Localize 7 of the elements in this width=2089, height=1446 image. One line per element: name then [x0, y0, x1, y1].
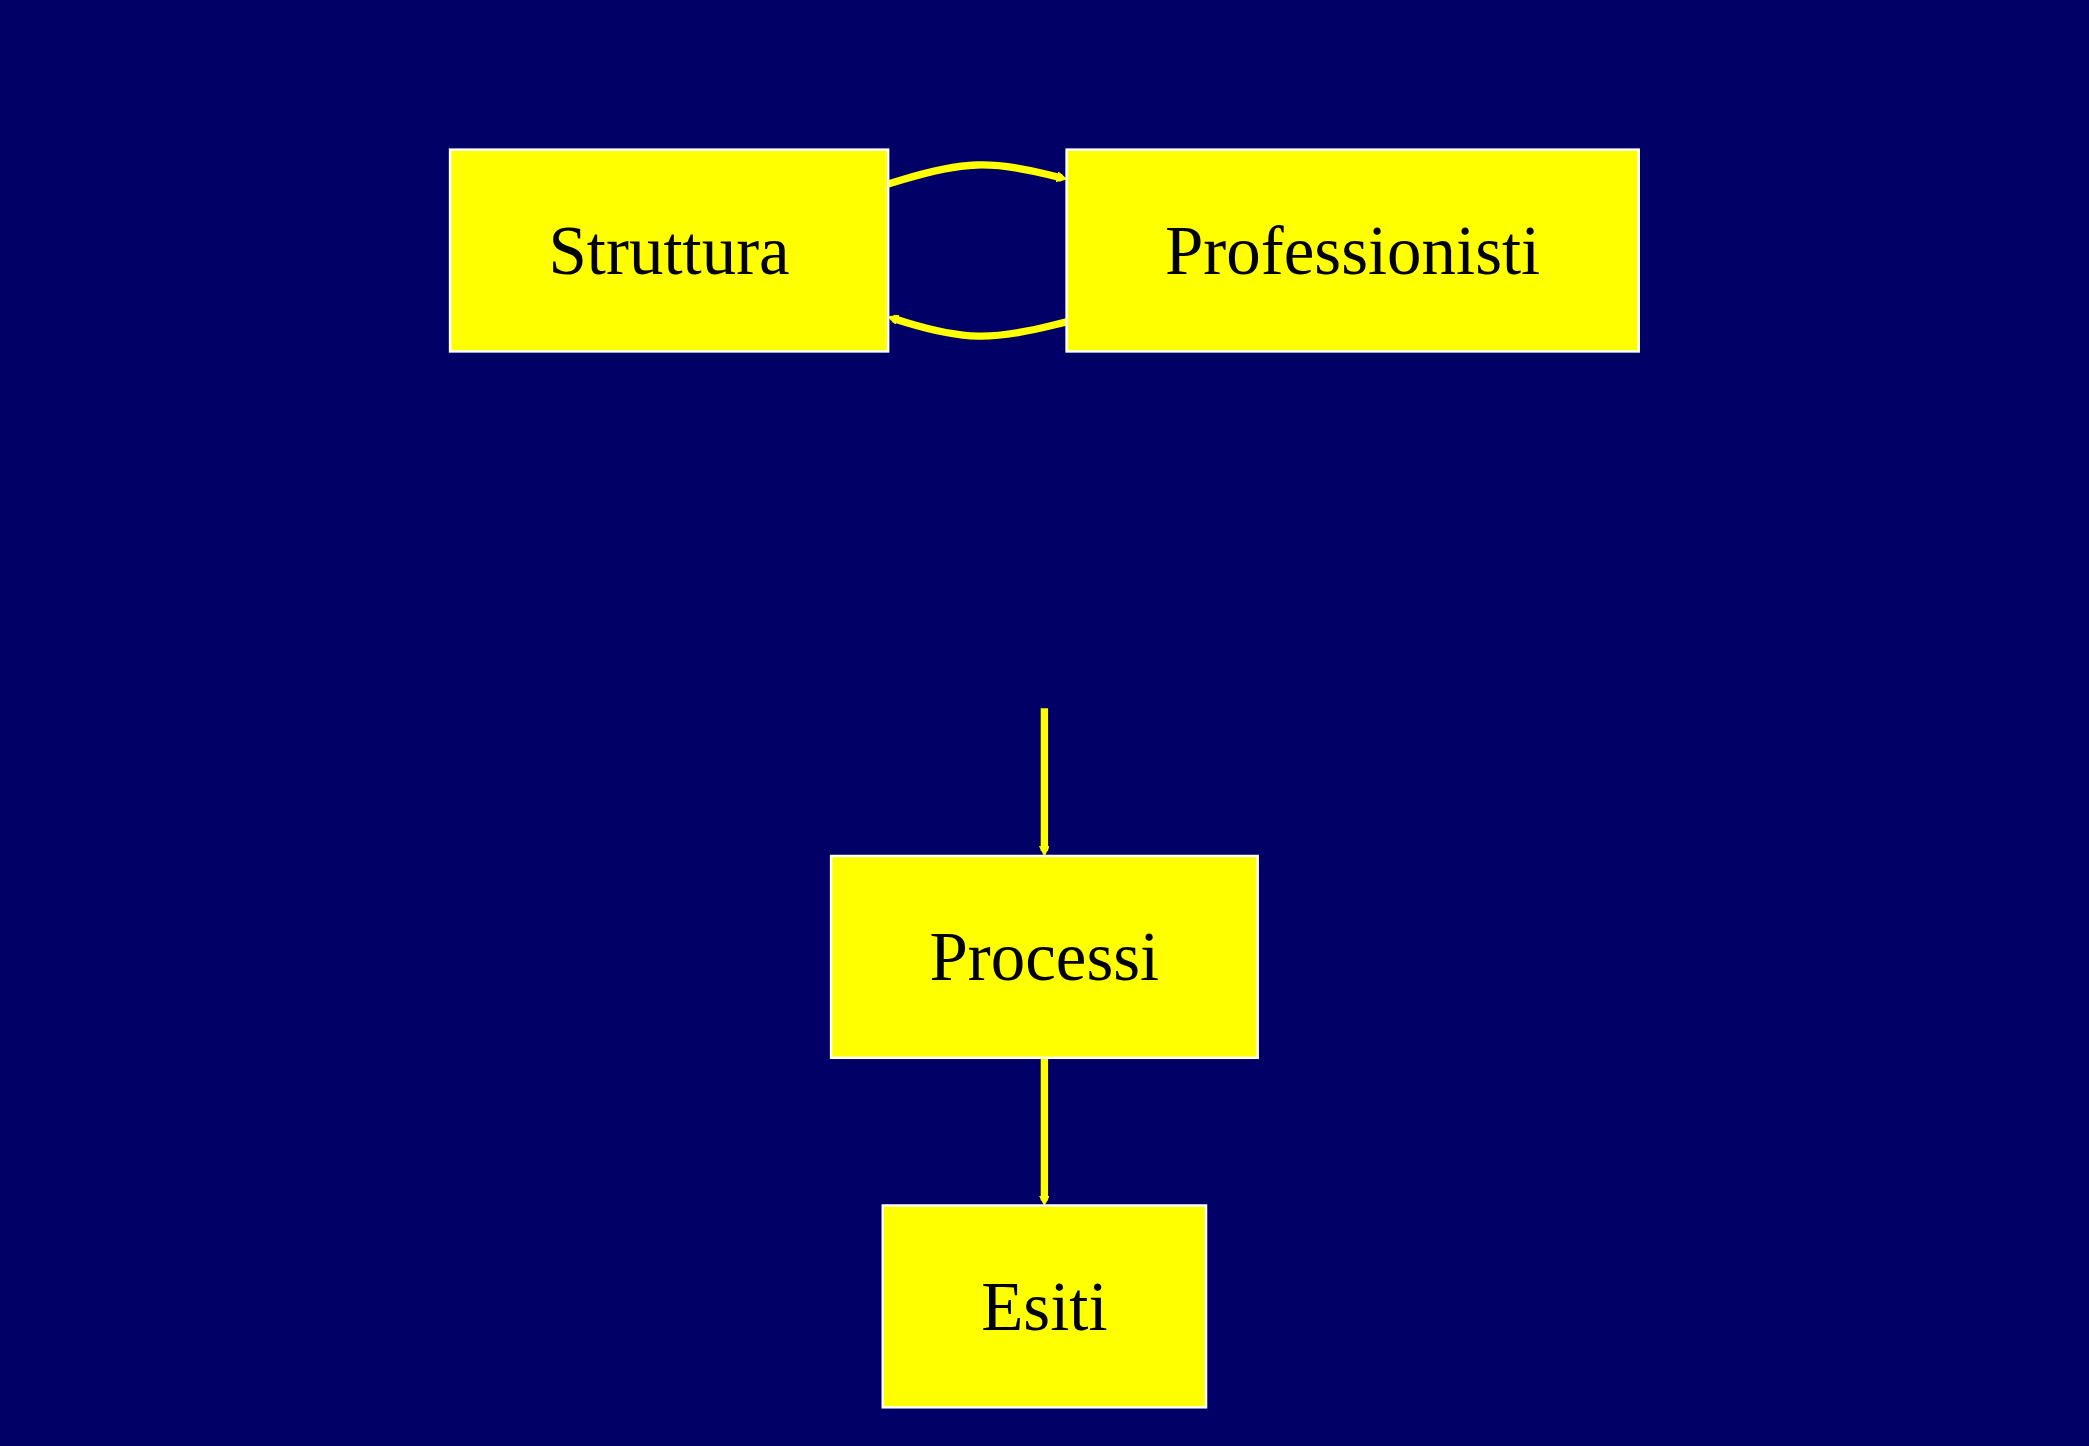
node-box: Esiti — [881, 1204, 1208, 1409]
arrow — [887, 161, 1068, 188]
node-box: Struttura — [448, 148, 890, 353]
node-box: Professionisti — [1065, 148, 1641, 353]
node-box: Processi — [829, 854, 1259, 1059]
arrow — [887, 314, 1068, 340]
arrow — [1039, 1057, 1050, 1206]
